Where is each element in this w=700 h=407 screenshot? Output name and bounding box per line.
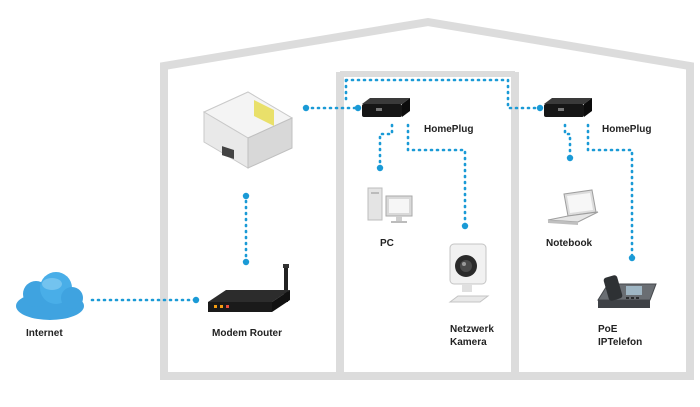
netzwerk-kamera-label-line1: Netzwerk [450,324,494,335]
connection-endpoints [192,104,636,304]
homeplug-2-label: HomePlug [602,124,651,135]
cloud-icon [16,272,84,320]
poe-ip-phone-label-line2: IPTelefon [598,337,642,348]
notebook-label: Notebook [546,238,593,249]
ip-phone-icon [597,275,657,308]
homeplug-icon [362,98,410,117]
pc-icon [367,187,413,223]
homeplug-to-notebook-link [563,123,572,160]
homeplug-1-label: HomePlug [424,124,473,135]
house-outline [160,17,694,380]
connections [90,78,634,302]
homeplug-to-homeplug-link [344,78,542,110]
homeplug-icon [544,98,592,117]
netzwerk-kamera-label-line2: Kamera [450,337,487,348]
poe-ip-phone-label-line1: PoE [598,324,618,335]
powerline-adapter-icon [202,91,294,169]
homeplug-to-pc-link [378,123,394,170]
notebook-icon [547,189,599,225]
homeplug-to-phone-link [586,123,634,260]
modem-router-label: Modem Router [212,328,282,339]
pc-label: PC [380,238,394,249]
camera-icon [448,243,490,303]
homeplug-to-camera-link [406,123,467,228]
router-icon [208,264,290,312]
internet-label: Internet [26,328,63,339]
